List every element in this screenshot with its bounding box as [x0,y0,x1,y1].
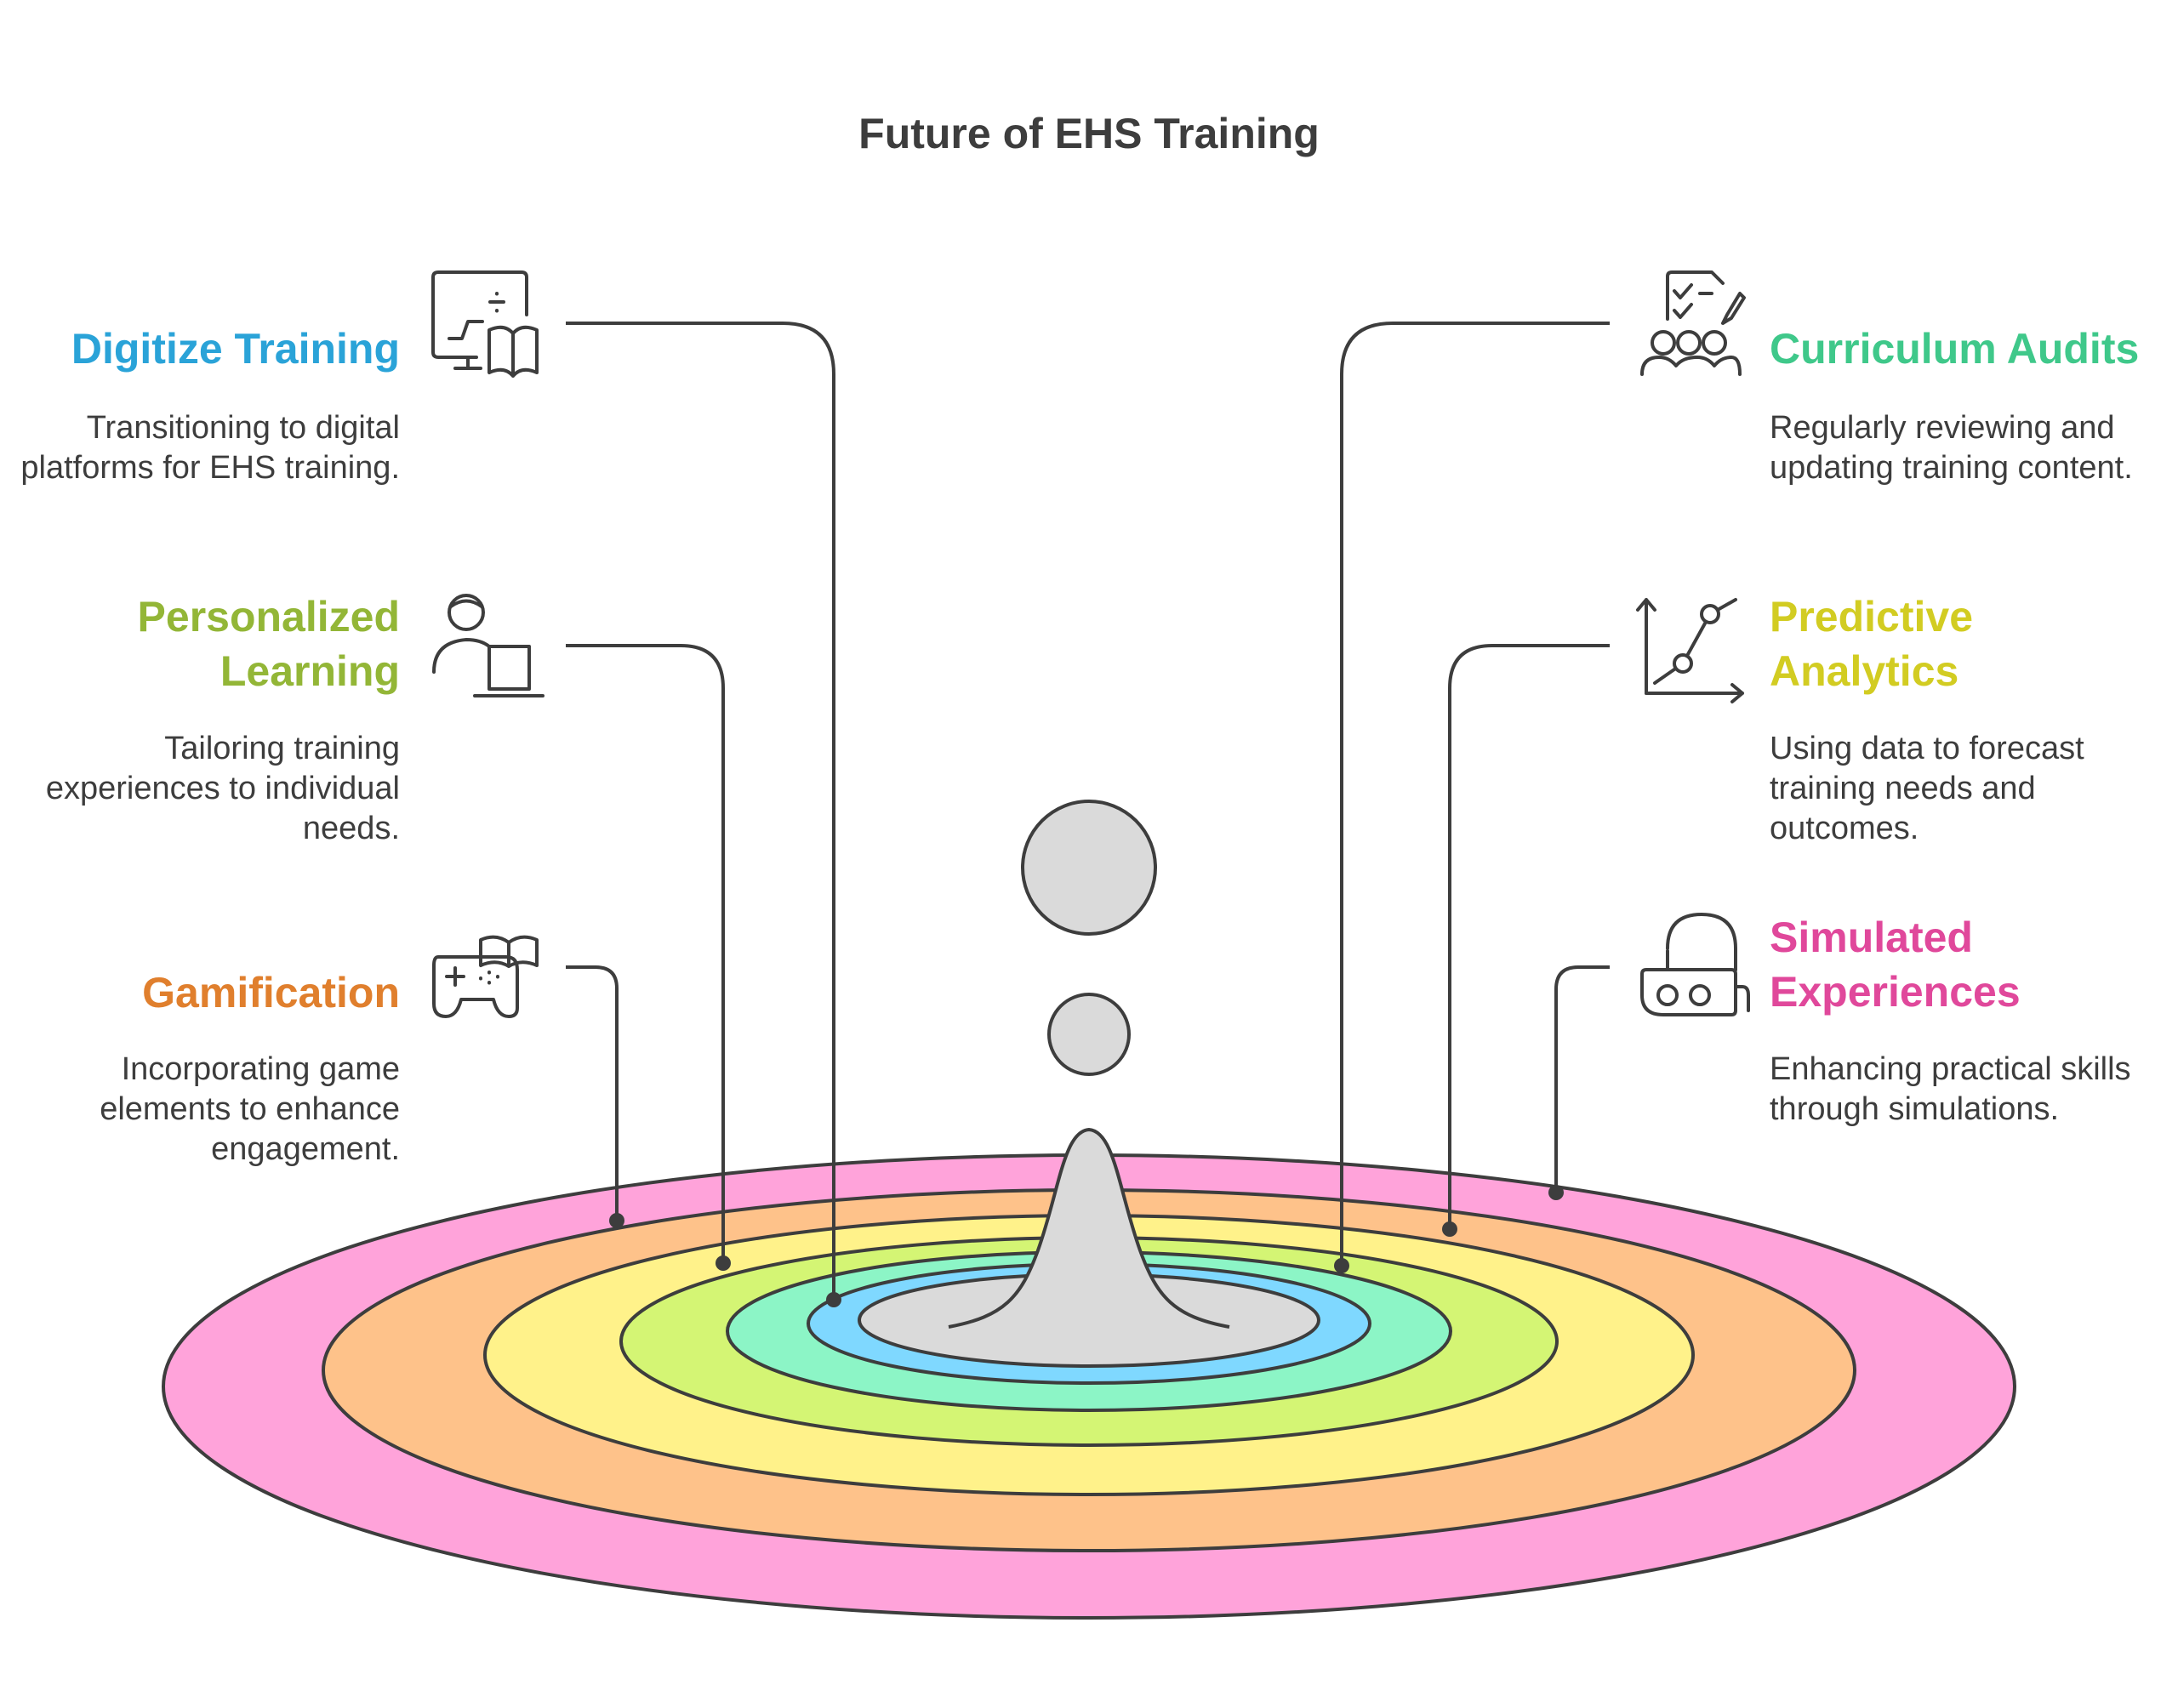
connector-personalized-learning [566,644,725,1263]
connector-gamification [566,965,619,1221]
desc-gamification: Incorporating game elements to enhance e… [100,1051,400,1167]
connector-dot-simulated-experiences [1548,1185,1564,1200]
connector-dot-personalized-learning [716,1255,731,1271]
connector-curriculum-audits [1340,322,1610,1266]
heading-personalized-learning: Personalized Learning [137,593,400,695]
diagram-title: Future of EHS Training [858,110,1320,157]
splash-outline [948,1127,1230,1329]
heading-predictive-analytics: Predictive Analytics [1770,593,1974,695]
connector-dot-gamification [609,1213,624,1228]
droplet-large [1021,800,1157,936]
connector-dot-curriculum-audits [1334,1258,1349,1273]
heading-digitize-training: Digitize Training [71,325,400,373]
person-laptop-icon [432,594,544,697]
connector-dot-predictive-analytics [1442,1221,1457,1237]
connector-predictive-analytics [1448,644,1610,1229]
heading-simulated-experiences: Simulated Experiences [1770,914,2021,1016]
vr-headset-icon [1640,913,1750,1016]
desc-predictive-analytics: Using data to forecast training needs an… [1770,731,2084,846]
desc-personalized-learning: Tailoring training experiences to indivi… [45,731,400,846]
checklist-group-icon [1640,270,1746,376]
line-chart-icon [1636,598,1744,703]
heading-gamification: Gamification [142,969,400,1016]
droplet-small [1047,993,1131,1076]
desc-curriculum-audits: Regularly reviewing and updating trainin… [1770,410,2133,486]
gamepad-book-icon [432,935,539,1018]
splash-peak [949,1130,1229,1327]
connector-dot-digitize-training [826,1292,841,1307]
heading-curriculum-audits: Curriculum Audits [1770,325,2140,373]
connector-simulated-experiences [1554,965,1610,1193]
connector-digitize-training [566,322,835,1300]
monitor-book-icon [431,270,539,378]
desc-digitize-training: Transitioning to digital platforms for E… [20,410,400,486]
desc-simulated-experiences: Enhancing practical skills through simul… [1770,1051,2131,1127]
